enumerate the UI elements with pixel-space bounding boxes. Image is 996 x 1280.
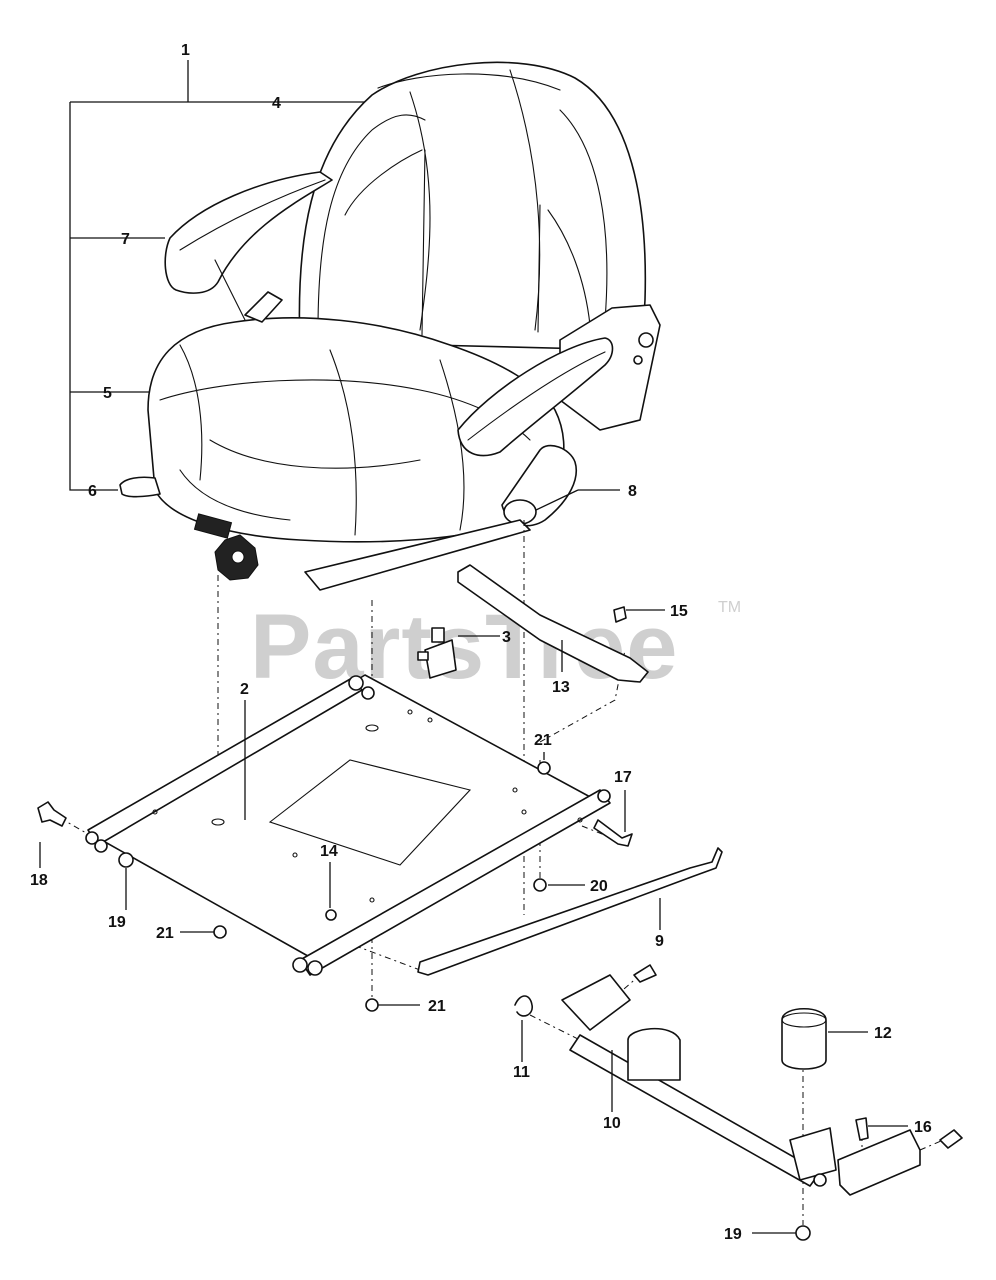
callout-19a: 19	[108, 914, 126, 931]
seat-switch	[424, 639, 457, 679]
callout-8: 8	[628, 483, 637, 500]
bolt-18	[37, 801, 67, 827]
spring	[514, 995, 533, 1017]
bolt-16	[855, 1117, 869, 1141]
callout-12: 12	[874, 1025, 892, 1042]
left-armrest	[164, 171, 333, 294]
switch-bracket	[457, 564, 649, 683]
callout-6: 6	[88, 483, 97, 500]
hardware	[37, 564, 963, 1241]
nut-19b	[795, 1225, 811, 1241]
callout-16: 16	[914, 1119, 932, 1136]
link-rod	[417, 847, 723, 976]
nut-19a	[118, 852, 134, 868]
nut-21b	[213, 925, 227, 939]
callout-21b: 21	[156, 925, 174, 942]
plug	[613, 606, 627, 623]
callout-20: 20	[590, 878, 608, 895]
seat-backrest	[298, 61, 647, 351]
callout-14: 14	[320, 843, 338, 860]
seat	[119, 61, 661, 591]
callout-4: 4	[272, 95, 281, 112]
callout-15: 15	[670, 603, 688, 620]
callout-10: 10	[603, 1115, 621, 1132]
callout-labels: 1 4 7 5 6 8 15 3 2 13 21 17 14 18 20 19 …	[30, 42, 932, 1243]
callout-11: 11	[513, 1064, 530, 1081]
nut-14	[325, 909, 337, 921]
callout-9: 9	[655, 933, 664, 950]
callout-21c: 21	[428, 998, 446, 1015]
callout-19b: 19	[724, 1226, 742, 1243]
seat-cushion	[147, 317, 565, 543]
bolt-17	[593, 819, 633, 847]
assembly-bracket	[69, 60, 620, 491]
callout-13: 13	[552, 679, 570, 696]
callout-7: 7	[121, 231, 130, 248]
callout-5: 5	[103, 385, 112, 402]
watermark-trademark: TM	[718, 599, 741, 616]
callout-17: 17	[614, 769, 632, 786]
callout-18: 18	[30, 872, 48, 889]
leader-lines	[39, 489, 908, 1234]
nut-20	[533, 878, 547, 892]
seat-side-panel	[559, 304, 661, 431]
seat-lever	[119, 476, 161, 498]
callout-3: 3	[502, 629, 511, 646]
callout-2: 2	[240, 681, 249, 698]
cap	[781, 1008, 827, 1070]
nut-21a	[537, 761, 551, 775]
callout-1: 1	[181, 42, 190, 59]
nut-21c	[365, 998, 379, 1012]
watermark: PartsTree TM	[250, 596, 741, 698]
callout-21a: 21	[534, 732, 552, 749]
seat-base-plate	[85, 674, 611, 976]
